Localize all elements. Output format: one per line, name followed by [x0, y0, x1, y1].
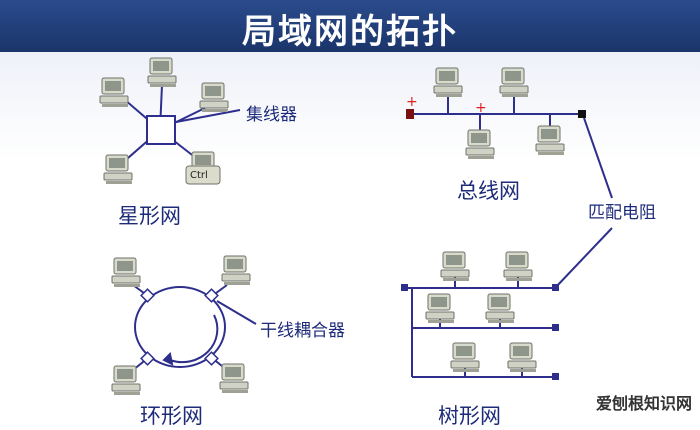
bus-pc-3: [465, 129, 495, 160]
ctrl-key-label: Ctrl: [190, 170, 208, 181]
tree-pc-3: [425, 293, 455, 324]
tree-pc-4: [485, 293, 515, 324]
star-pc-2: [147, 57, 177, 88]
bus-left-terminator: [406, 109, 414, 119]
watermark: 爱刨根知识网: [595, 394, 692, 413]
ring-pc-1: [111, 257, 141, 288]
bus-pc-2: [499, 67, 529, 98]
hub-label: 集线器: [246, 105, 297, 125]
star-network-label: 星形网: [118, 204, 181, 228]
coupler-label: 干线耦合器: [260, 321, 345, 341]
ring-couplers: [140, 288, 219, 366]
bus-plus-2: +: [475, 100, 487, 116]
slide-title: 局域网的拓扑: [242, 12, 458, 52]
bus-plus-1: +: [406, 94, 418, 110]
terminator-label: 匹配电阻: [588, 203, 656, 223]
title-bar: 局域网的拓扑: [0, 0, 700, 52]
bus-right-terminator: [578, 110, 586, 118]
ring-pc-2: [221, 255, 251, 286]
tree-pc-6: [507, 342, 537, 373]
star-pc-1: [99, 77, 129, 108]
ring-pc-3: [111, 365, 141, 396]
hub-box: [146, 115, 176, 145]
bus-pc-1: [433, 67, 463, 98]
bus-pc-4: [535, 125, 565, 156]
ring-network-label: 环形网: [140, 404, 203, 428]
ring-pc-4: [219, 363, 249, 394]
tree-pc-2: [503, 251, 533, 282]
tree-pc-1: [440, 251, 470, 282]
star-pc-4: [103, 154, 133, 185]
topology-diagram: + +: [99, 57, 613, 396]
bus-network-label: 总线网: [457, 179, 520, 203]
tree-terminators: [401, 284, 559, 380]
tree-pc-5: [450, 342, 480, 373]
tree-topology: [404, 227, 613, 378]
star-pc-3: [199, 82, 229, 113]
tree-network-label: 树形网: [438, 404, 501, 428]
ctrl-key-icon: [185, 165, 221, 185]
